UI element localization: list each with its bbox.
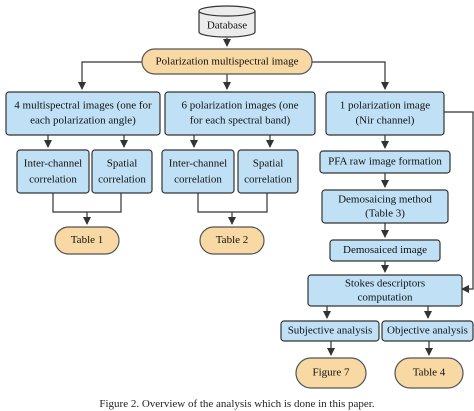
inter-channel-1-node: Inter-channel correlation (16, 149, 90, 194)
nir-image-box (325, 91, 445, 136)
spatial-1-box (91, 149, 153, 194)
table2-shape (199, 226, 265, 255)
objective-box (381, 320, 474, 342)
objective-node: Objective analysis (381, 320, 474, 342)
pfa-raw-box (319, 150, 451, 174)
spatial-1-label-line1: Spatial (107, 158, 138, 170)
stokes-label-line1: Stokes descriptors (345, 278, 425, 290)
join-mid-to-table2 (197, 193, 268, 224)
demosaicing-method-label-line1: Demosaicing method (338, 194, 432, 206)
subjective-label: Subjective analysis (288, 325, 373, 337)
stokes-box (307, 274, 463, 307)
spatial-2-label-line2: correlation (244, 174, 292, 186)
nir-image-label-line2: (Nir channel) (356, 115, 415, 127)
objective-label: Objective analysis (387, 325, 468, 337)
inter-channel-2-box (161, 149, 235, 194)
spatial-2-node: Spatial correlation (237, 149, 299, 194)
inter-channel-2-node: Inter-channel correlation (161, 149, 235, 194)
nir-image-label-line1: 1 polarization image (340, 100, 431, 112)
database-rim (198, 10, 256, 17)
ms-images-box (5, 91, 161, 136)
pol-ms-image-node: Polarization multispectral image (141, 48, 313, 75)
pol-images-label-line1: 6 polarization images (one (182, 100, 299, 112)
table1-node: Table 1 (54, 226, 120, 255)
inter-channel-1-label-line2: correlation (29, 174, 77, 186)
join-left-to-table1 (52, 193, 122, 224)
figure-caption: Figure 2. Overview of the analysis which… (99, 398, 375, 410)
table1-shape (54, 226, 120, 255)
ms-images-label-line1: 4 multispectral images (one for (14, 100, 152, 112)
pfa-raw-label: PFA raw image formation (328, 156, 442, 168)
figure7-node: Figure 7 (295, 357, 367, 389)
flowchart: Database Polarization multispectral imag… (5, 5, 474, 389)
ms-images-node: 4 multispectral images (one for each pol… (5, 91, 161, 136)
spatial-2-label-line1: Spatial (253, 158, 284, 170)
spatial-1-label-line2: correlation (98, 174, 146, 186)
pol-images-box (164, 91, 316, 136)
demosaicing-method-label-line2: (Table 3) (365, 208, 405, 220)
demosaicing-method-box (321, 189, 449, 224)
pol-images-label-line2: for each spectral band) (190, 115, 291, 127)
spatial-2-box (237, 149, 299, 194)
subjective-box (280, 320, 380, 342)
inter-channel-1-box (16, 149, 90, 194)
demosaicing-method-node: Demosaicing method (Table 3) (321, 189, 449, 224)
arrow-nir-bypass-to-stokes (444, 111, 474, 293)
subjective-node: Subjective analysis (280, 320, 380, 342)
figure7-shape (295, 357, 367, 389)
pol-images-node: 6 polarization images (one for each spec… (164, 91, 316, 136)
arrow-pol-image-to-ms-images (78, 61, 142, 90)
pol-ms-image-shape (141, 48, 313, 75)
table2-label: Table 2 (216, 234, 249, 246)
spatial-1-node: Spatial correlation (91, 149, 153, 194)
database-label: Database (207, 20, 247, 32)
inter-channel-2-label-line2: correlation (174, 174, 222, 186)
nir-image-node: 1 polarization image (Nir channel) (325, 91, 445, 136)
demosaiced-image-box (329, 239, 441, 262)
stokes-label-line2: computation (358, 292, 413, 304)
demosaiced-image-node: Demosaiced image (329, 239, 441, 262)
table4-node: Table 4 (394, 357, 464, 389)
database-icon (198, 5, 256, 38)
table4-label: Table 4 (413, 367, 446, 379)
arrow-pol-image-to-nir-image (312, 61, 389, 90)
demosaiced-image-label: Demosaiced image (343, 244, 427, 256)
figure7-label: Figure 7 (313, 367, 350, 379)
inter-channel-1-label-line1: Inter-channel (24, 158, 82, 170)
inter-channel-2-label-line1: Inter-channel (169, 158, 227, 170)
table2-node: Table 2 (199, 226, 265, 255)
pol-ms-image-label: Polarization multispectral image (156, 56, 299, 68)
table1-label: Table 1 (71, 234, 104, 246)
table4-shape (394, 357, 464, 389)
database-node: Database (198, 5, 256, 38)
ms-images-label-line2: each polarization angle) (30, 115, 136, 127)
connectors (44, 38, 474, 356)
pfa-raw-node: PFA raw image formation (319, 150, 451, 174)
stokes-node: Stokes descriptors computation (307, 274, 463, 307)
